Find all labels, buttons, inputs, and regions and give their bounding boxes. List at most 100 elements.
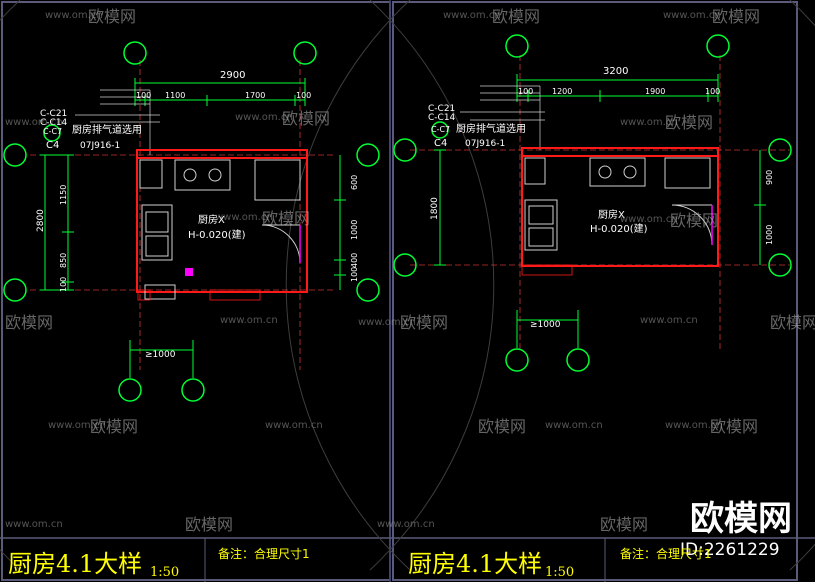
left-bottom-dim: ≥1000 [145,350,176,360]
wm-brand: 欧模网 [5,313,53,332]
wm-url: www.om.cn [377,519,435,530]
left-scale: 1:50 [150,565,179,580]
vent [144,284,176,300]
axis-bubble [566,348,590,372]
wm-url: www.om.cn [620,117,678,128]
left-tag-4: C4 [46,140,59,151]
left-room-name: 厨房X [198,213,225,226]
left-dim-right-2: 1000 [350,220,359,240]
right-dim-4: 100 [705,87,720,96]
cabinet [524,157,546,185]
left-title: 厨房4.1大样 [8,550,142,578]
fridge [664,157,711,189]
right-tag-1: C-C21 [428,104,455,114]
axis-bubble [356,143,380,167]
watermarks: www.om.cn 欧模网 www.om.cn 欧模网 www.om.cn 欧模… [5,7,815,534]
left-dim-right-1: 600 [350,175,359,190]
wm-brand: 欧模网 [492,7,540,26]
wm-brand: 欧模网 [400,313,448,332]
left-dim-right-4: 400 [350,253,359,268]
axis-bubble [393,253,417,277]
sink [141,204,173,261]
wm-url: www.om.cn [663,10,721,21]
left-dim-4: 100 [296,91,311,100]
left-dim-vertical-1: 1150 [59,185,68,205]
left-dim-right-3: 100 [350,267,359,282]
detail-bubble [431,121,449,139]
right-room-elev: H-0.020(建) [590,222,648,235]
wm-url: www.om.cn [545,420,603,431]
axis-bubble [393,138,417,162]
wm-url: www.om.cn [620,214,678,225]
axis-bubble [768,253,792,277]
axis-bubble [3,143,27,167]
wm-brand: 欧模网 [262,209,310,228]
wm-brand: 欧模网 [665,113,713,132]
axis-bubble [293,41,317,65]
wm-url: www.om.cn [665,420,723,431]
stove [589,157,646,187]
axis-bubble [118,378,142,402]
left-dim-1: 100 [136,91,151,100]
left-note: 备注：合理尺寸1 [218,546,310,561]
wm-brand: 欧模网 [282,109,330,128]
left-dim-total: 2900 [220,70,245,81]
right-dim-right-2: 1000 [765,225,774,245]
left-std: 07J916-1 [80,141,120,151]
wm-brand: 欧模网 [670,211,718,230]
right-plan [393,34,792,372]
bg-arc-4 [789,0,815,571]
wm-url: www.om.cn [640,315,698,326]
axis-bubble [3,278,27,302]
wm-brand: 欧模网 [712,7,760,26]
wm-url: www.om.cn [265,420,323,431]
detail-bubble [43,124,61,142]
right-scale: 1:50 [545,565,574,580]
right-sheet-frame [392,1,798,581]
right-dim-vertical-total: 1800 [430,197,440,220]
wm-brand: 欧模网 [770,313,815,332]
wm-url: www.om.cn [235,112,293,123]
wm-url: www.om.cn [220,315,278,326]
right-dim-total: 3200 [603,66,628,77]
bg-arc-3 [285,0,411,571]
asset-id: ID:2261229 [680,540,780,560]
left-dim-vertical-total: 2800 [36,209,46,232]
wm-url: www.om.cn [48,420,106,431]
axis-bubble [768,138,792,162]
cabinet [139,159,163,189]
right-dim-3: 1900 [645,87,665,96]
left-tag-3: C-C7 [43,127,62,136]
wm-url: www.om.cn [358,317,416,328]
axis-bubble [505,348,529,372]
left-tag-1: C-C21 [40,109,67,119]
wm-url: www.om.cn [443,10,501,21]
axis-bubble [123,41,147,65]
wm-brand: 欧模网 [90,417,138,436]
wm-brand: 欧模网 [88,7,136,26]
right-title: 厨房4.1大样 [408,550,542,578]
right-std: 07J916-1 [465,139,505,149]
left-dim-2: 1100 [165,91,185,100]
wm-brand: 欧模网 [478,417,526,436]
marker [185,268,193,276]
right-dim-right-1: 900 [765,170,774,185]
wm-brand: 欧模网 [710,417,758,436]
left-dim-vertical-2: 850 [59,253,68,268]
site-brand-logo: 欧模网 [690,499,792,539]
left-plan [3,41,380,402]
fridge [254,159,301,201]
sink [524,199,558,251]
right-note: 备注：合理尺寸1 [620,546,712,561]
right-bottom-dim: ≥1000 [530,320,561,330]
right-tag-4: C4 [434,138,447,149]
axis-bubble [706,34,730,58]
wm-brand: 欧模网 [185,515,233,534]
wm-url: www.om.cn [215,212,273,223]
bg-arc-2 [369,0,495,571]
left-room-elev: H-0.020(建) [188,228,246,241]
right-dim-1: 100 [518,87,533,96]
right-exhaust: 厨房排气道选用 [456,122,526,135]
left-dim-vertical-3: 100 [59,277,68,292]
